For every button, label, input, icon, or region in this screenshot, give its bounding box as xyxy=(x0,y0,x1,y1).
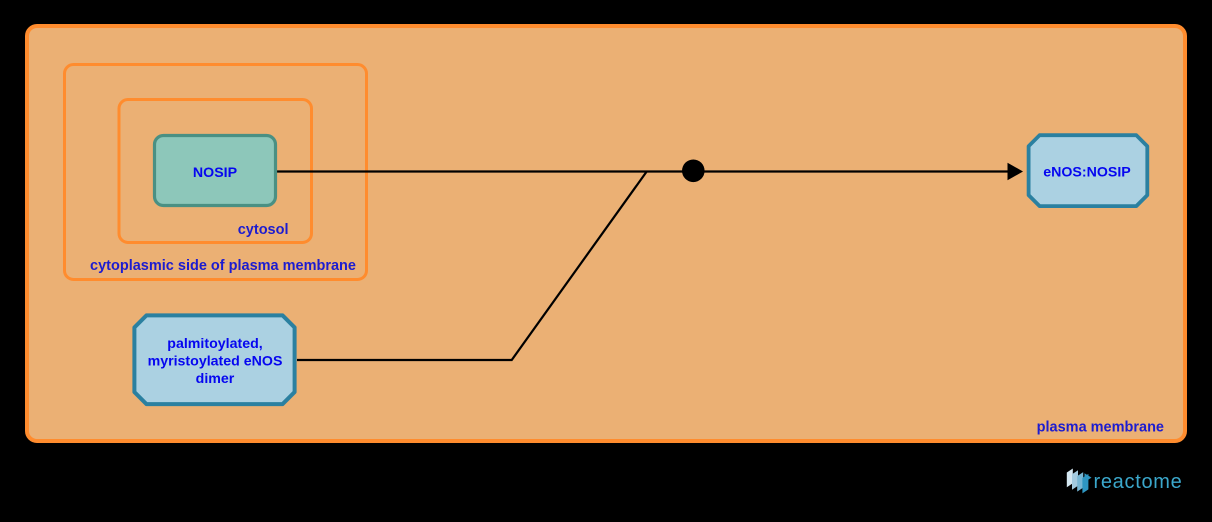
svg-text:cytoplasmic side of plasma mem: cytoplasmic side of plasma membrane xyxy=(90,258,356,274)
svg-text:plasma membrane: plasma membrane xyxy=(1037,420,1164,436)
svg-text:NOSIP: NOSIP xyxy=(193,165,237,181)
svg-text:eNOS:NOSIP: eNOS:NOSIP xyxy=(1043,165,1131,181)
svg-text:dimer: dimer xyxy=(196,371,235,387)
svg-text:myristoylated eNOS: myristoylated eNOS xyxy=(148,354,283,370)
svg-text:palmitoylated,: palmitoylated, xyxy=(167,336,262,352)
svg-text:reactome: reactome xyxy=(1094,471,1183,493)
svg-text:cytosol: cytosol xyxy=(238,222,289,238)
